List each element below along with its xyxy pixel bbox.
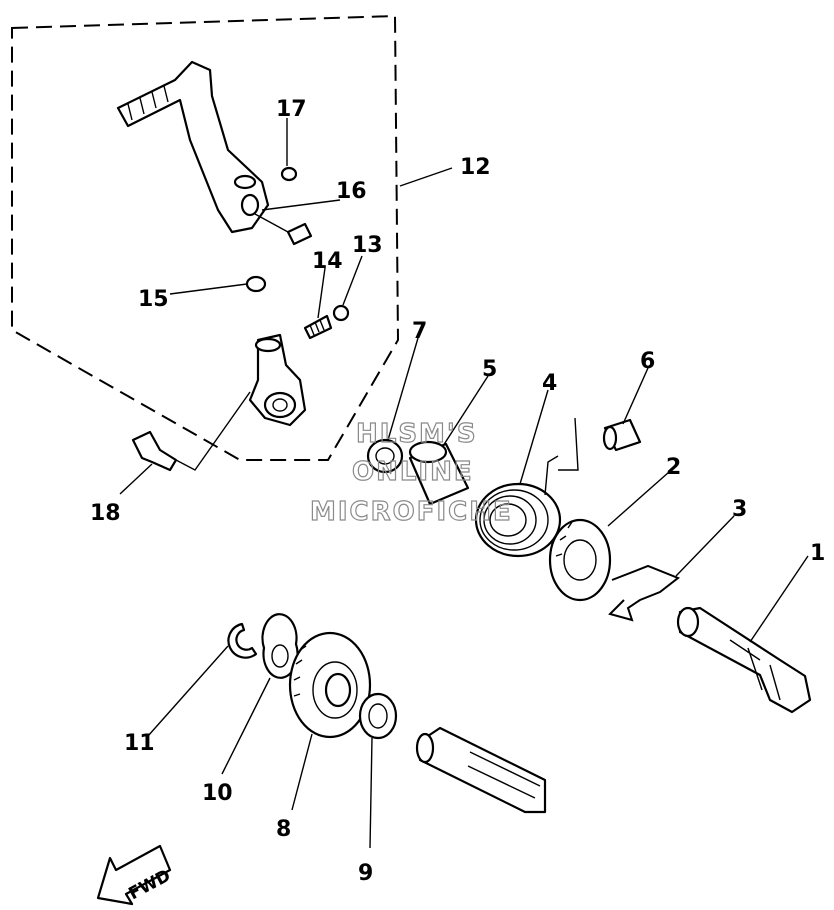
callout-12: 12 (460, 155, 491, 180)
kick-axle (676, 606, 812, 714)
kick-gear (288, 631, 372, 739)
main-axle (415, 726, 547, 814)
callout-18: 18 (90, 501, 121, 526)
callout-2: 2 (666, 455, 681, 480)
bolt (254, 213, 313, 246)
callout-9: 9 (358, 861, 373, 886)
callout-16: 16 (336, 179, 367, 204)
callout-4: 4 (542, 371, 557, 396)
callout-15: 15 (138, 287, 169, 312)
ratchet-wheel (548, 518, 612, 602)
leader-lines (119, 118, 809, 849)
fwd-arrow: FWD (96, 844, 174, 906)
watermark-line-1: HLSM'S (356, 419, 478, 449)
ball-13 (332, 304, 350, 322)
clip (608, 564, 680, 622)
callout-3: 3 (732, 497, 747, 522)
washer-9 (358, 692, 398, 740)
washer (261, 613, 299, 679)
bolt-18 (131, 391, 251, 472)
spring (303, 314, 333, 340)
kick-crank-lever (116, 60, 270, 234)
torsion-spring (474, 417, 579, 558)
callout-8: 8 (276, 817, 291, 842)
callout-1: 1 (810, 541, 825, 566)
callout-13: 13 (352, 233, 383, 258)
callout-7: 7 (412, 319, 427, 344)
circlip (227, 622, 258, 659)
callout-10: 10 (202, 781, 233, 806)
spring-guide (408, 440, 470, 506)
pin (602, 418, 642, 452)
watermark-line-3: MICROFICHE (310, 497, 513, 527)
watermark-line-2: ONLINE (352, 457, 474, 487)
assembly-boundary (11, 14, 400, 461)
collar (366, 438, 404, 474)
kick-boss (248, 333, 307, 427)
ball (280, 166, 298, 182)
callout-17: 17 (276, 97, 307, 122)
callout-6: 6 (640, 349, 655, 374)
callout-5: 5 (482, 357, 497, 382)
washer-small (245, 275, 267, 293)
callout-11: 11 (124, 731, 155, 756)
callout-14: 14 (312, 249, 343, 274)
